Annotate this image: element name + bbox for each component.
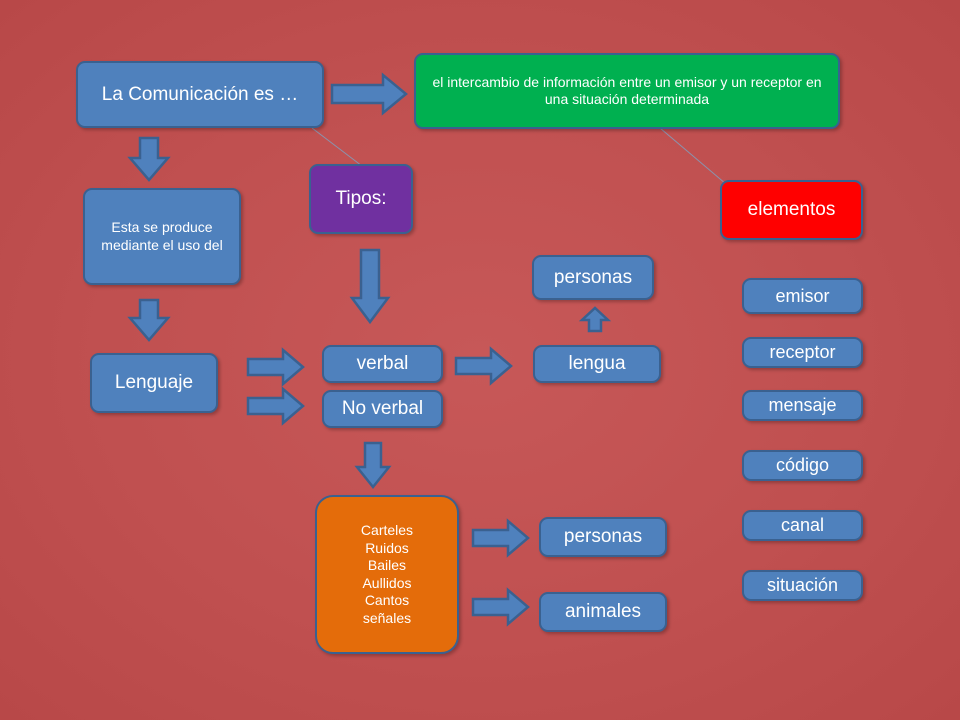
- types-text: Tipos:: [335, 188, 387, 210]
- produced-by-text: Esta se produce mediante el uso del: [101, 219, 223, 253]
- arrow-up-icon: [578, 306, 612, 333]
- main-concept-box: La Comunicación es …: [76, 61, 324, 128]
- arrow-right-icon: [246, 347, 305, 387]
- verbal-box: verbal: [322, 345, 443, 383]
- main-concept-text: La Comunicación es …: [101, 83, 299, 105]
- animales-box: animales: [539, 592, 667, 632]
- animales-text: animales: [564, 601, 642, 623]
- arrow-right-icon: [330, 72, 408, 116]
- element-mensaje-box: mensaje: [742, 390, 863, 421]
- nonverbal-examples-box: Carteles Ruidos Bailes Aullidos Cantos s…: [315, 495, 459, 654]
- language-box: Lenguaje: [90, 353, 218, 413]
- element-codigo-text: código: [775, 455, 830, 476]
- elements-text: elementos: [747, 199, 836, 221]
- arrow-down-icon: [127, 298, 171, 342]
- arrow-down-icon: [354, 441, 392, 490]
- element-mensaje-text: mensaje: [768, 395, 837, 416]
- language-text: Lenguaje: [114, 372, 194, 394]
- element-receptor-text: receptor: [769, 342, 836, 363]
- arrow-down-icon: [127, 136, 171, 182]
- element-situacion-box: situación: [742, 570, 863, 601]
- types-box: Tipos:: [309, 164, 413, 234]
- personas-top-box: personas: [532, 255, 654, 300]
- lengua-box: lengua: [533, 345, 661, 383]
- personas-bottom-box: personas: [539, 517, 667, 557]
- definition-text: el intercambio de información entre un e…: [432, 73, 822, 108]
- personas-top-text: personas: [553, 266, 633, 288]
- element-emisor-text: emisor: [775, 285, 830, 306]
- personas-bottom-text: personas: [563, 526, 643, 548]
- nonverbal-box: No verbal: [322, 390, 443, 428]
- element-codigo-box: código: [742, 450, 863, 481]
- element-emisor-box: emisor: [742, 278, 863, 314]
- nonverbal-text: No verbal: [341, 398, 424, 420]
- arrow-right-icon: [246, 386, 305, 426]
- definition-box: el intercambio de información entre un e…: [414, 53, 840, 129]
- produced-by-box: Esta se produce mediante el uso del: [83, 188, 241, 285]
- arrow-right-icon: [454, 346, 513, 386]
- verbal-text: verbal: [356, 353, 409, 375]
- element-canal-box: canal: [742, 510, 863, 541]
- nonverbal-examples-text: Carteles Ruidos Bailes Aullidos Cantos s…: [360, 522, 414, 626]
- arrow-right-icon: [471, 587, 530, 627]
- connector-definition-to-elementos: [659, 127, 727, 185]
- arrow-right-icon: [471, 518, 530, 558]
- element-receptor-box: receptor: [742, 337, 863, 368]
- element-canal-text: canal: [780, 515, 825, 536]
- elements-box: elementos: [720, 180, 863, 240]
- lengua-text: lengua: [568, 353, 626, 375]
- element-situacion-text: situación: [766, 575, 839, 596]
- arrow-down-icon: [349, 248, 391, 325]
- connector-main-to-tipos: [311, 127, 363, 167]
